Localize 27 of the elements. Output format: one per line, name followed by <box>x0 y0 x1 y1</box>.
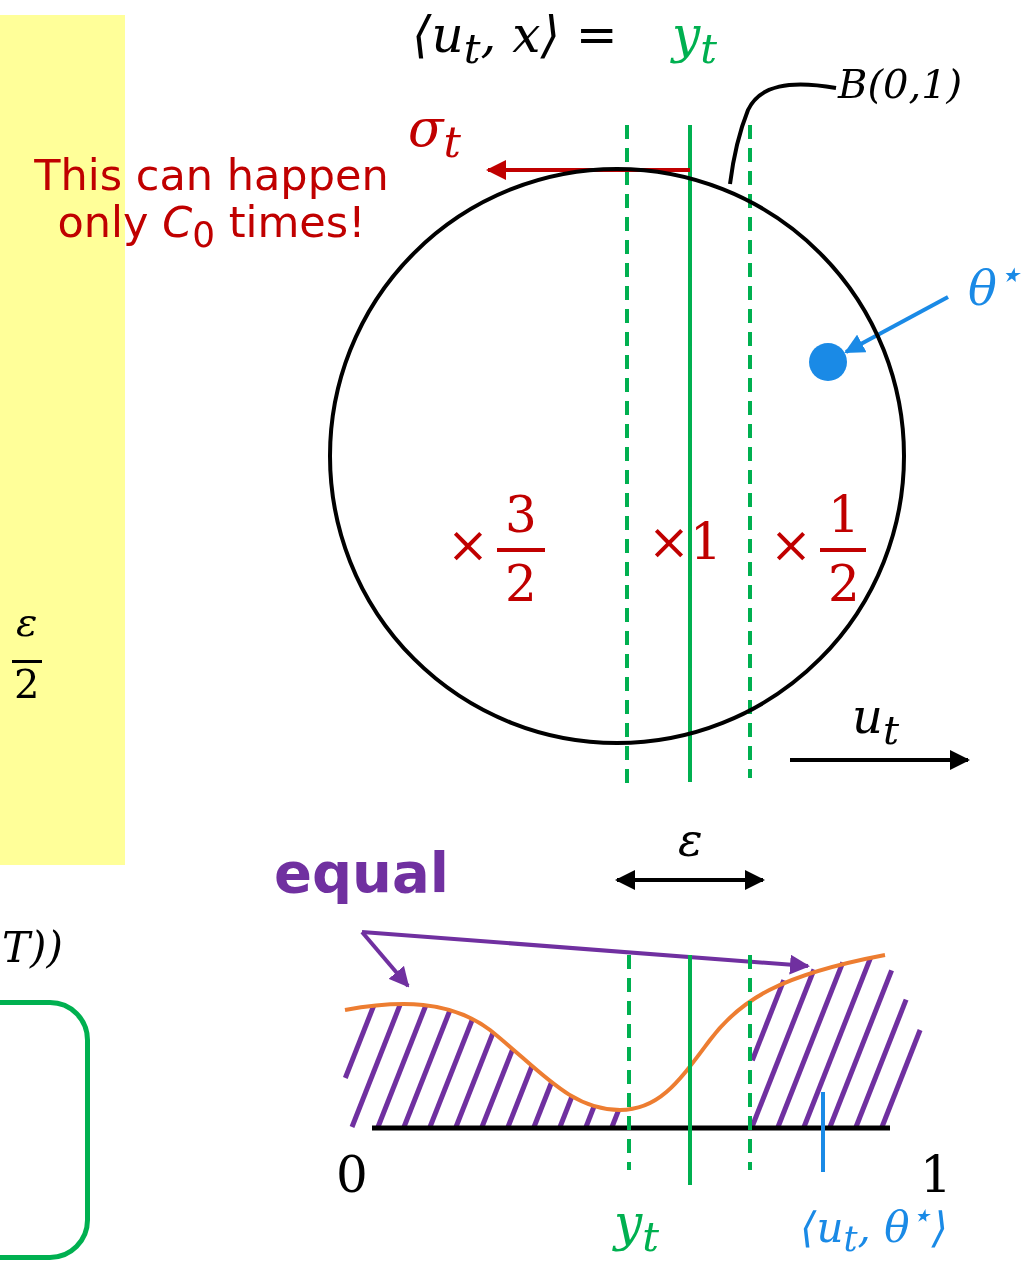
dimension-label: ε <box>678 815 703 866</box>
multiply-sign: × <box>770 518 812 573</box>
optimum-label: θ$^{⋆}$ <box>968 252 1022 315</box>
numerator-text: 3 <box>505 488 537 543</box>
hatched-region <box>342 1003 621 1128</box>
optimum-dot <box>809 343 847 381</box>
axis-label: 0 <box>336 1148 368 1203</box>
formula-text: T)) <box>2 925 63 972</box>
hatched-region <box>749 957 923 1128</box>
direction-label: u$_{t}$ <box>852 690 899 752</box>
note-text: This can happen only C$_{0}$ times! <box>33 152 390 255</box>
ball-label: B(0,1) <box>838 62 963 106</box>
denominator-text: 2 <box>828 557 860 612</box>
denominator-text: 2 <box>14 662 40 706</box>
axis-label: y$_{t}$ <box>614 1196 659 1260</box>
numerator-text: 1 <box>828 488 860 543</box>
multiply-sign: × <box>447 518 489 573</box>
denominator-text: 2 <box>505 557 537 612</box>
numerator-text: ε <box>16 600 38 644</box>
arrow <box>360 930 410 988</box>
annotation-text: equal <box>274 842 449 904</box>
arrow <box>844 295 949 354</box>
arrow <box>361 930 810 975</box>
leader-line <box>728 82 837 185</box>
equation-text: ⟨u$_{t}$, x⟩ = <box>412 8 618 72</box>
equation-text: y$_{t}$ <box>672 8 717 72</box>
variable-label: σ$_{t}$ <box>408 100 461 168</box>
